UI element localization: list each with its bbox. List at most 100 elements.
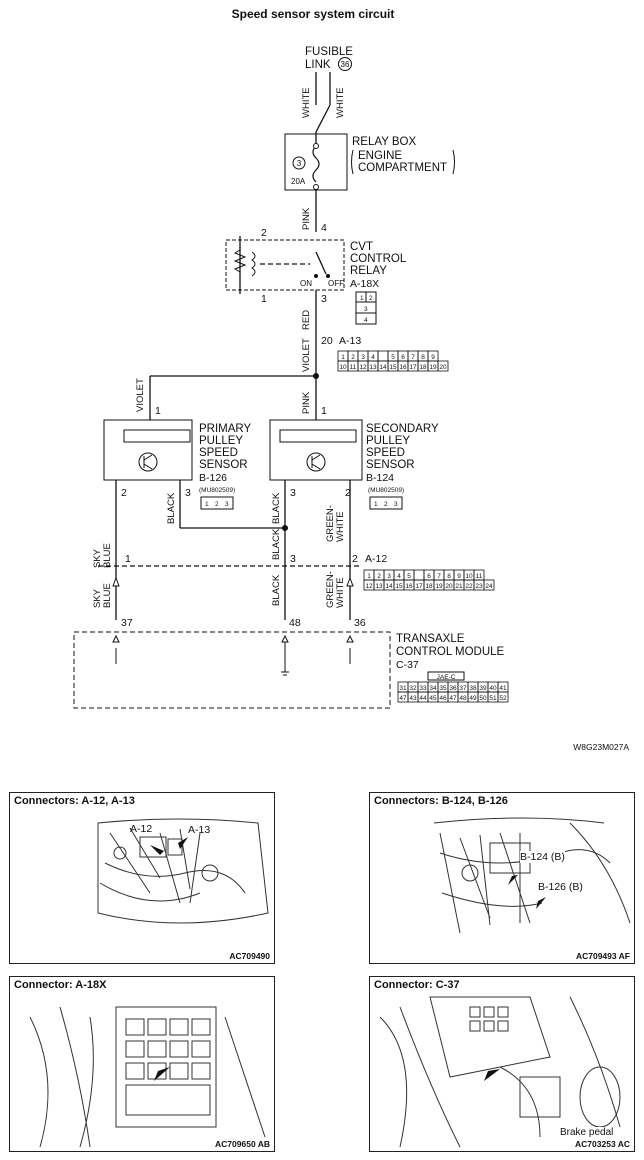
tcm-label-2: CONTROL MODULE <box>396 646 505 658</box>
splice-black <box>282 525 288 531</box>
c37-cell <box>497 691 509 703</box>
relay-pin-3: 3 <box>321 293 327 305</box>
c37-pin-label: 34 <box>429 685 437 692</box>
fusible-link-label-1: FUSIBLE <box>305 46 353 58</box>
tcm-box <box>73 631 391 709</box>
paren-left <box>351 149 354 175</box>
b126-face-pins: 1 <box>205 501 209 508</box>
wire-label-pink: PINK <box>301 207 312 230</box>
callout-b126: B-126 (B) <box>538 881 583 893</box>
tcm-label-1: TRANSAXLE <box>396 633 465 645</box>
a12-pin-label: 9 <box>457 573 461 580</box>
primary-part-number: (MU802509) <box>199 487 235 494</box>
a13-pin-label: 15 <box>389 364 397 371</box>
relay-switch-icon <box>315 251 327 275</box>
a12-pin-label: 6 <box>427 573 431 580</box>
primary-pin-3: 3 <box>185 487 191 499</box>
fuse-number-circle <box>292 156 306 170</box>
relay-pin-1: 1 <box>261 293 267 305</box>
wire-label-white-1: WHITE <box>301 87 312 118</box>
a13-pin-label: 10 <box>339 364 347 371</box>
secondary-label-2: PULLEY <box>366 435 410 447</box>
callout-b124: B-124 (B) <box>520 851 565 863</box>
a12-pin-label: 15 <box>395 583 403 590</box>
primary-label-2: PULLEY <box>199 435 243 447</box>
secondary-sensor-transistor-icon <box>306 452 326 472</box>
a12-pin-label: 1 <box>367 573 371 580</box>
a12-pin-1: 1 <box>125 553 131 565</box>
tcm-connector: C-37 <box>396 659 419 671</box>
a12-pin-label: 12 <box>365 583 373 590</box>
fuse-icon <box>312 145 320 183</box>
secondary-pin-2: 2 <box>345 487 351 499</box>
secondary-pin-1: 1 <box>321 405 327 417</box>
relay-pin-2: 2 <box>261 227 267 239</box>
a13-cell <box>437 360 449 372</box>
a13-pin-label: 9 <box>431 354 435 361</box>
b126-connector-face <box>200 496 234 510</box>
c37-tag-box <box>427 671 465 681</box>
c37-pin-label: 37 <box>459 685 467 692</box>
cvt-relay-label-2: CONTROL <box>350 253 407 265</box>
relay-on-label: ON <box>300 279 312 288</box>
panel-code: AC709493 AF <box>575 951 630 961</box>
relay-coil-icon <box>251 251 256 277</box>
wire-label-white-gw-1: WHITE <box>335 511 346 542</box>
relay-pin-4: 4 <box>321 222 327 234</box>
panel-code: AC709490 <box>229 951 270 961</box>
fusible-link-number: 36 <box>341 60 350 69</box>
b124-face-pin-2: 2 <box>384 501 388 508</box>
cabin-illustration <box>379 996 621 1148</box>
primary-pin-2: 2 <box>121 487 127 499</box>
a12-pin-label: 11 <box>476 573 483 580</box>
wire-label-black-mid: BLACK <box>271 492 282 524</box>
a13-pin-label: 8 <box>421 354 425 361</box>
c37-pin-label: 52 <box>499 695 507 702</box>
a12-label: A-12 <box>365 553 387 565</box>
engine-bay-illustration <box>29 1006 266 1148</box>
c37-pin-label: 31 <box>399 685 407 692</box>
primary-pin-1: 1 <box>155 405 161 417</box>
a12-pin-label: 22 <box>465 583 473 590</box>
wire-label-sky-1: SKY <box>92 548 103 568</box>
a13-pin-label: 14 <box>379 364 387 371</box>
a13-pin: 20 <box>321 335 333 347</box>
c37-pin-label: 49 <box>469 695 477 702</box>
secondary-label-1: SECONDARY <box>366 423 439 435</box>
arrow-a12 <box>150 845 164 855</box>
wire-label-blue-2: BLUE <box>102 583 113 608</box>
panel-title: Connector: A-18X <box>14 979 107 991</box>
c37-pin-label: 38 <box>469 685 477 692</box>
c37-pin-label: 48 <box>459 695 467 702</box>
c37-pin-label: 47 <box>449 695 457 702</box>
relay-box-label: RELAY BOX <box>352 136 416 148</box>
secondary-pin-3: 3 <box>290 487 296 499</box>
a13-label: A-13 <box>339 335 361 347</box>
a13-pin-label: 4 <box>371 354 375 361</box>
a12-pin-label: 8 <box>447 573 451 580</box>
a12-pin-label: 21 <box>455 583 463 590</box>
a13-pin-label: 13 <box>369 364 377 371</box>
b124-face-pin-1: 1 <box>374 501 378 508</box>
panel-code: AC703253 AC <box>575 1139 630 1149</box>
secondary-part-number: (MU802509) <box>368 487 404 494</box>
c37-pin-label: 47 <box>399 695 407 702</box>
panel-title: Connectors: B-124, B-126 <box>374 795 508 807</box>
cvt-relay-label-1: CVT <box>350 241 373 253</box>
c37-pin-label: 50 <box>479 695 487 702</box>
wire-label-green-2: GREEN- <box>325 571 336 608</box>
c37-pin-label: 41 <box>499 685 507 692</box>
fuse-terminal-bottom <box>313 184 319 190</box>
secondary-label-3: SPEED <box>366 447 405 459</box>
c37-pin-label: 33 <box>419 685 427 692</box>
secondary-sensor-box <box>269 419 363 481</box>
panel-title: Connector: C-37 <box>374 979 460 991</box>
panel-code: AC709650 AB <box>215 1139 270 1149</box>
secondary-label-4: SENSOR <box>366 459 415 471</box>
paren-right <box>452 149 455 175</box>
connector-panel-b124-b126: Connectors: B-124, B-126 B-124 (B) B-126… <box>369 792 635 964</box>
panel-title: Connectors: A-12, A-13 <box>14 795 135 807</box>
fuse-number: 3 <box>297 159 302 168</box>
relay-box-label-2: ENGINE <box>358 150 402 162</box>
